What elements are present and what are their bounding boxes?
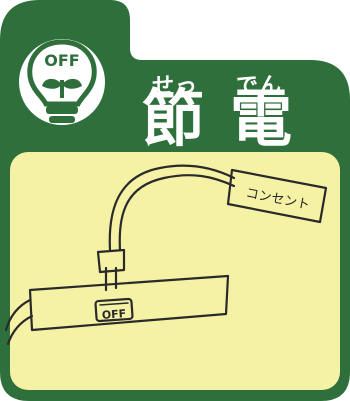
plug-cord [108,164,236,252]
drawing-panel [10,152,340,390]
strip-switch-label: OFF [101,307,126,322]
ruby-den: でん [236,74,283,99]
kanji-setsu: 節 [142,82,205,155]
light-bulb-off-icon [27,39,97,131]
power-strip-body [28,274,230,332]
bulb-off-badge: OFF [44,51,79,70]
plug-cord-2 [118,174,236,252]
ruby-setsu: せっ [152,74,199,99]
strip-switch [94,297,134,323]
card-title: せっ でん 節 電 [132,68,312,156]
plug-tag [226,168,328,224]
strip-cable-2 [6,314,34,346]
kanji-den: 電 [230,82,293,155]
strip-cable [4,298,32,332]
power-strip-plug-drawing [4,164,328,346]
plug-head [96,248,126,274]
